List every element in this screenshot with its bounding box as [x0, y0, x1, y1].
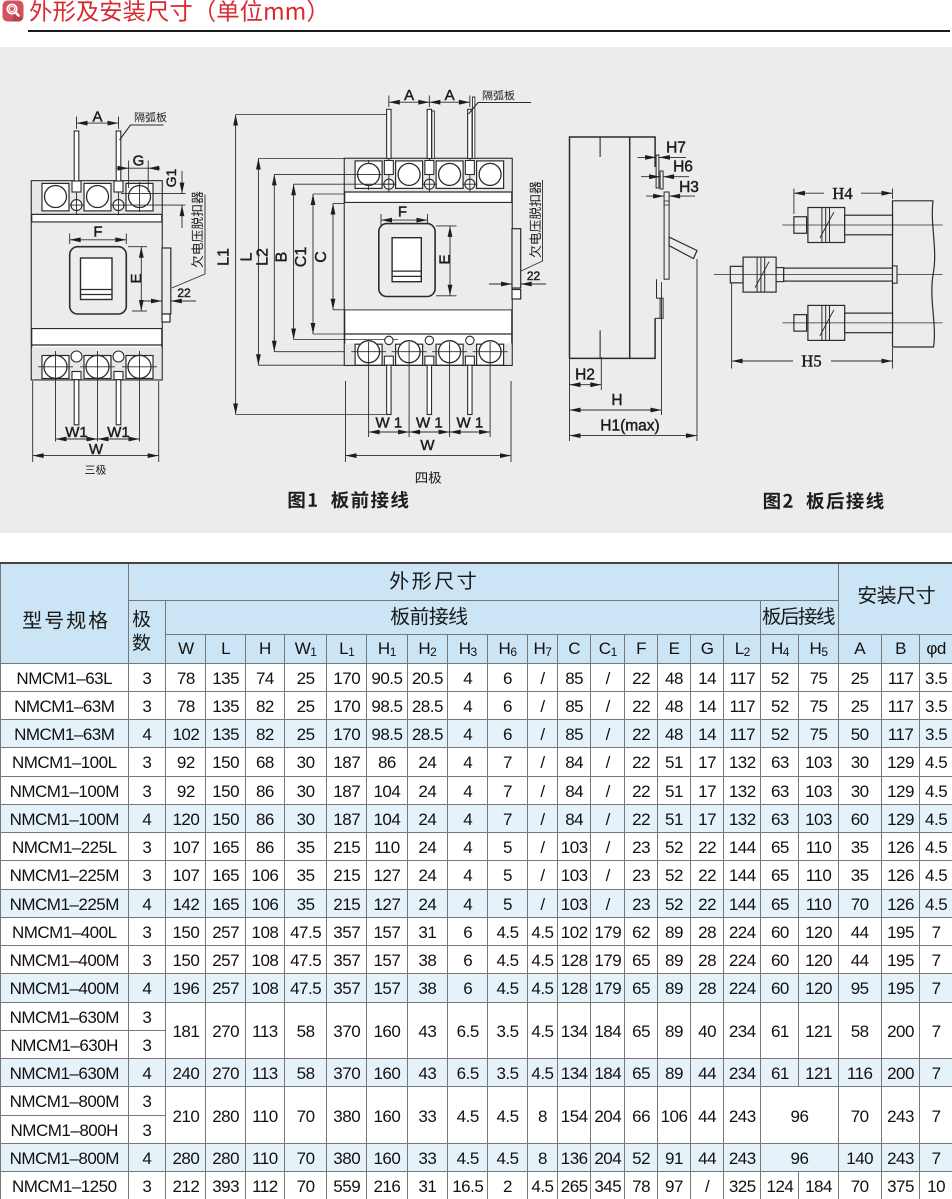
- svg-text:L2: L2: [254, 248, 271, 266]
- svg-text:W1: W1: [65, 424, 88, 441]
- svg-text:C: C: [313, 251, 330, 263]
- svg-text:H2: H2: [575, 367, 595, 384]
- svg-text:E: E: [437, 254, 454, 264]
- svg-text:22: 22: [527, 269, 541, 283]
- svg-text:H6: H6: [673, 159, 693, 176]
- svg-text:F: F: [93, 223, 102, 240]
- svg-text:G1: G1: [163, 168, 179, 187]
- svg-text:H7: H7: [666, 140, 686, 157]
- svg-text:H4: H4: [832, 184, 852, 203]
- svg-text:H3: H3: [679, 179, 699, 196]
- svg-text:A: A: [445, 87, 455, 104]
- svg-text:W1: W1: [107, 424, 130, 441]
- svg-text:W 1: W 1: [416, 415, 443, 432]
- svg-text:H5: H5: [801, 352, 821, 371]
- svg-text:E: E: [128, 273, 145, 283]
- svg-text:H1(max): H1(max): [600, 418, 659, 435]
- svg-text:L1: L1: [216, 248, 233, 266]
- svg-text:22: 22: [177, 286, 191, 300]
- svg-text:B: B: [274, 252, 291, 263]
- svg-text:W 1: W 1: [376, 415, 403, 432]
- svg-text:G: G: [133, 153, 145, 170]
- svg-text:L: L: [238, 252, 255, 261]
- svg-text:F: F: [398, 204, 407, 221]
- svg-text:H: H: [611, 392, 622, 409]
- svg-text:A: A: [404, 87, 414, 104]
- svg-text:W: W: [420, 437, 435, 454]
- svg-text:W: W: [89, 441, 104, 458]
- svg-text:W 1: W 1: [457, 415, 484, 432]
- svg-text:C1: C1: [293, 247, 310, 268]
- svg-text:A: A: [92, 109, 102, 126]
